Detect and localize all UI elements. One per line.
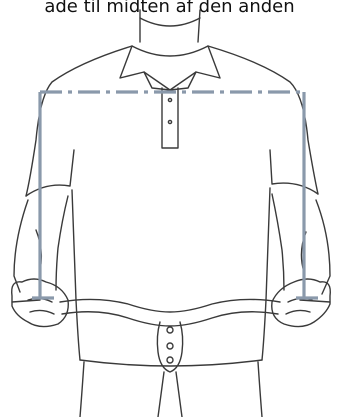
collar [120, 46, 220, 90]
shirt-body-left [26, 46, 132, 196]
left-arm [14, 200, 28, 292]
right-arm [316, 200, 330, 294]
rider-figure [12, 10, 331, 417]
right-leg [258, 362, 262, 417]
fork [158, 372, 182, 417]
chin-line [140, 18, 200, 26]
shirt-body-right [208, 46, 318, 194]
left-leg [80, 362, 84, 417]
right-hand [272, 279, 331, 327]
handlebar-stem [157, 322, 182, 372]
shirt-placket [162, 88, 178, 148]
handlebar [60, 299, 280, 312]
